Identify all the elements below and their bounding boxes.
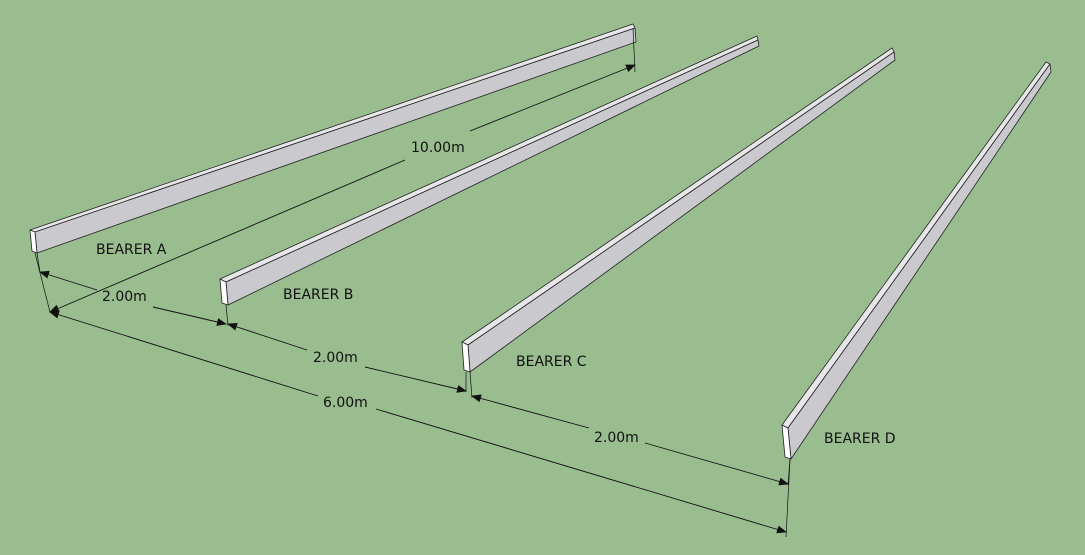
- dimension-spacing-bc[interactable]: 2.00m: [227, 323, 467, 393]
- dimension-spacing-ab[interactable]: 2.00m: [39, 270, 227, 326]
- bearer-c-label: BEARER C: [516, 354, 587, 370]
- dimension-total[interactable]: 6.00m: [49, 310, 787, 534]
- bearer-a[interactable]: [29, 23, 637, 254]
- dimension-spacing-cd[interactable]: 2.00m: [471, 394, 789, 486]
- dimension-spacing-bc-label: 2.00m: [313, 350, 358, 366]
- bearer-b[interactable]: [219, 35, 760, 306]
- dimension-length-label: 10.00m: [411, 140, 465, 156]
- bearer-d-label: BEARER D: [824, 431, 896, 447]
- dimension-total-label: 6.00m: [323, 395, 368, 411]
- bearer-b-label: BEARER B: [283, 287, 353, 303]
- bearer-d[interactable]: [781, 61, 1052, 460]
- dimension-spacing-ab-label: 2.00m: [102, 289, 147, 305]
- dimension-spacing-cd-label: 2.00m: [594, 430, 639, 446]
- bearer-a-label: BEARER A: [96, 242, 167, 258]
- dimension-length[interactable]: 10.00m: [49, 64, 636, 313]
- bearer-c[interactable]: [461, 47, 896, 373]
